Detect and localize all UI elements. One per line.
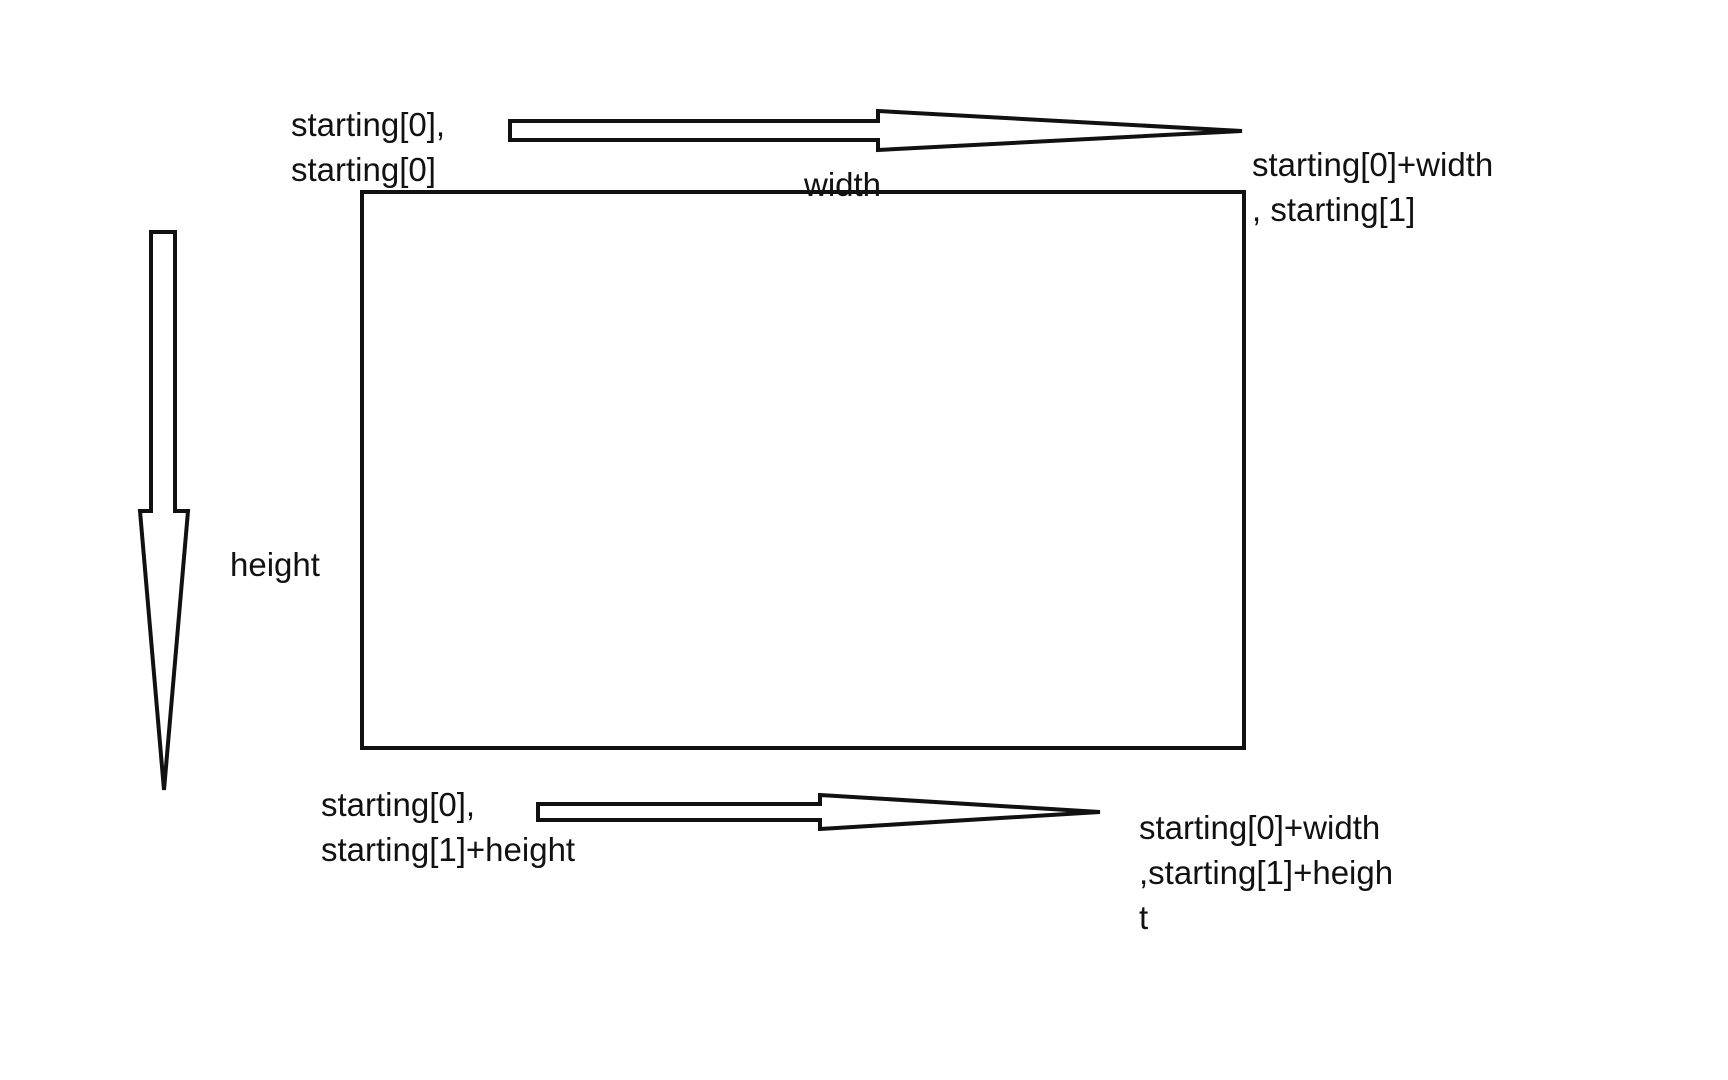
top-right-corner-label: starting[0]+width , starting[1] <box>1252 146 1494 228</box>
height-arrow <box>137 230 191 791</box>
top-left-corner-label: starting[0], starting[0] <box>291 106 446 188</box>
bottom-right-corner-label: starting[0]+width ,starting[1]+heigh t <box>1139 809 1394 936</box>
rectangle <box>360 190 1246 750</box>
top-width-arrow <box>508 108 1243 153</box>
bottom-left-corner-label: starting[0], starting[1]+height <box>321 786 576 868</box>
height-label: height <box>230 546 320 583</box>
width-label: width <box>804 166 882 203</box>
bottom-width-arrow <box>536 792 1101 832</box>
